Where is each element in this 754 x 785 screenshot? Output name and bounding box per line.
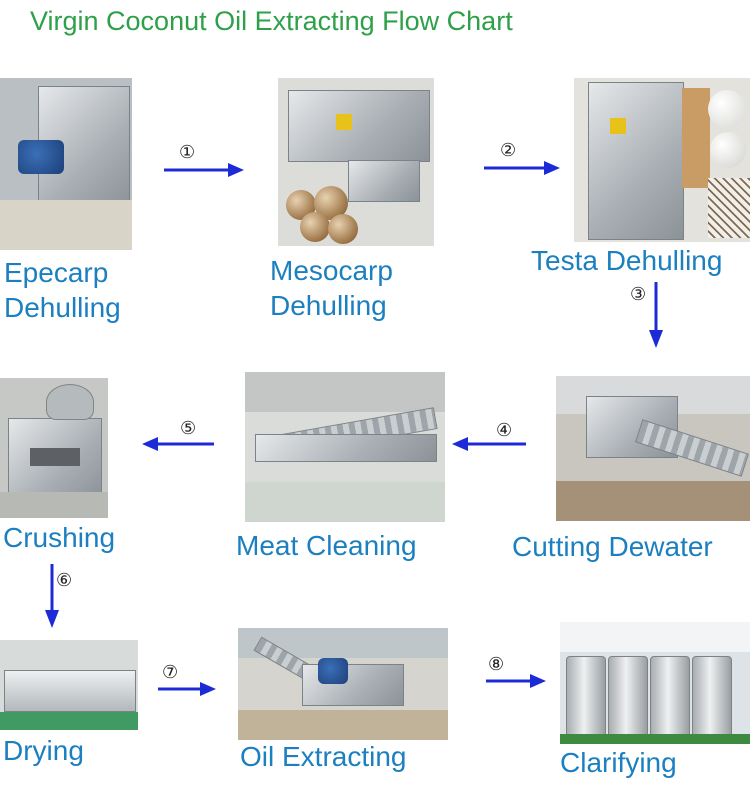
label-drying: Drying — [3, 735, 84, 766]
label-meat-cleaning: Meat Cleaning — [236, 530, 417, 561]
arrow-3-down — [649, 282, 663, 348]
photo-mesocarp-dehulling — [278, 78, 434, 246]
step-number-6: ⑥ — [56, 570, 73, 591]
photo-clarifying — [560, 622, 750, 744]
step-number-5: ⑤ — [180, 418, 197, 439]
step-number-4: ④ — [496, 420, 513, 441]
arrow-1-right — [164, 163, 244, 177]
label-cutting-dewater: Cutting Dewater — [512, 531, 713, 562]
step-number-3: ③ — [630, 284, 647, 305]
arrow-4-left — [452, 437, 526, 451]
arrow-2-right — [484, 161, 560, 175]
step-number-1: ① — [179, 142, 196, 163]
photo-oil-extracting — [238, 628, 448, 740]
arrow-8-right — [486, 674, 546, 688]
photo-drying — [0, 640, 138, 730]
step-number-8: ⑧ — [488, 654, 505, 675]
label-clarifying: Clarifying — [560, 747, 677, 778]
label-epecarp-dehulling-line2: Dehulling — [4, 292, 121, 323]
photo-crushing — [0, 378, 108, 518]
label-epecarp-dehulling-line1: Epecarp — [4, 257, 109, 288]
step-number-7: ⑦ — [162, 662, 179, 683]
arrow-5-left — [142, 437, 214, 451]
arrow-6-down — [45, 564, 59, 628]
label-mesocarp-dehulling-line1: Mesocarp — [270, 255, 393, 286]
photo-testa-dehulling — [574, 78, 750, 242]
photo-meat-cleaning — [245, 372, 445, 522]
arrow-7-right — [158, 682, 216, 696]
label-oil-extracting: Oil Extracting — [240, 741, 407, 772]
label-mesocarp-dehulling-line2: Dehulling — [270, 290, 387, 321]
photo-epecarp-dehulling — [0, 78, 132, 250]
label-crushing: Crushing — [3, 522, 116, 553]
label-testa-dehulling: Testa Dehulling — [531, 245, 723, 276]
chart-title: Virgin Coconut Oil Extracting Flow Chart — [30, 6, 513, 36]
photo-cutting-dewater — [556, 376, 750, 521]
step-number-2: ② — [500, 140, 517, 161]
